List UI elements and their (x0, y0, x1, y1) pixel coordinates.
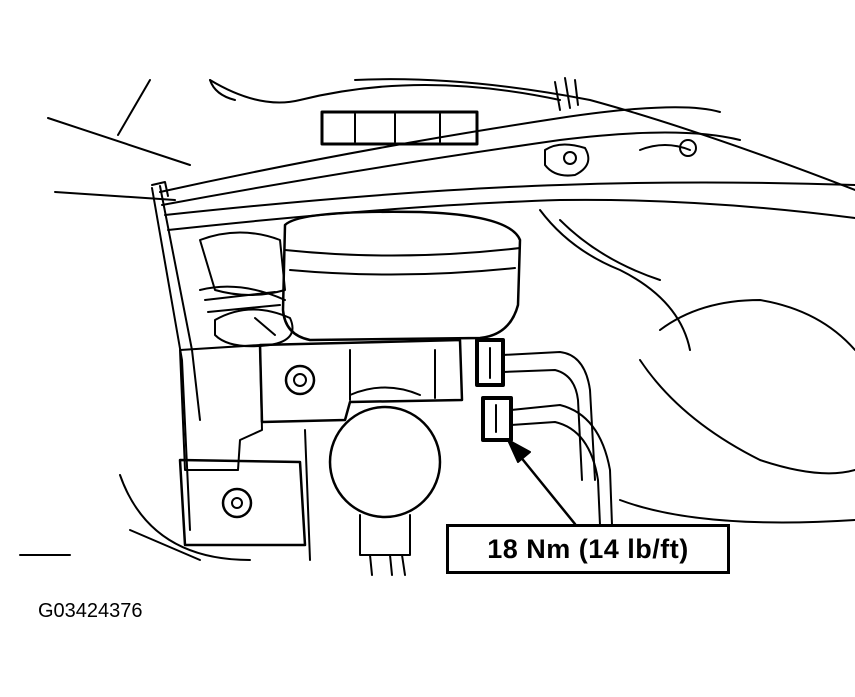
mounting-nut (286, 366, 314, 394)
background-line (55, 192, 175, 200)
brake-line-upper (503, 370, 582, 480)
figure-id-label: G03424376 (38, 600, 143, 622)
callout-arrowhead (508, 440, 530, 462)
mounting-bracket (180, 345, 262, 470)
brake-line-tube (165, 183, 855, 216)
left-frame (160, 186, 200, 420)
brake-line-upper (503, 352, 595, 480)
brake-line-fitting-nut-upper (477, 340, 503, 385)
brake-line-tube (160, 107, 720, 192)
firewall-arc (210, 80, 235, 100)
brake-line-lower (511, 422, 600, 525)
torque-callout: 18 Nm (14 lb/ft) (446, 524, 730, 574)
left-frame (152, 188, 190, 530)
master-cylinder-body (260, 340, 462, 422)
right-component-arc (660, 300, 855, 350)
brake-line-fitting-nut-lower (483, 398, 511, 440)
booster-cylinder (330, 407, 440, 517)
lower-bracket-plate (180, 460, 305, 545)
background-line (118, 80, 150, 135)
callout-leader-line (515, 450, 575, 524)
brake-line-tube (168, 200, 855, 230)
hose-clamp (215, 309, 293, 346)
fluid-reservoir (283, 212, 520, 340)
brake-line-tube (162, 133, 740, 206)
background-line (48, 118, 190, 165)
firewall-arc (210, 80, 560, 103)
bracket-bolt (223, 489, 251, 517)
torque-value-label: 18 Nm (14 lb/ft) (487, 533, 689, 564)
connector-block (322, 112, 477, 144)
brake-line-lower (511, 405, 612, 525)
firewall-arc (355, 79, 855, 190)
